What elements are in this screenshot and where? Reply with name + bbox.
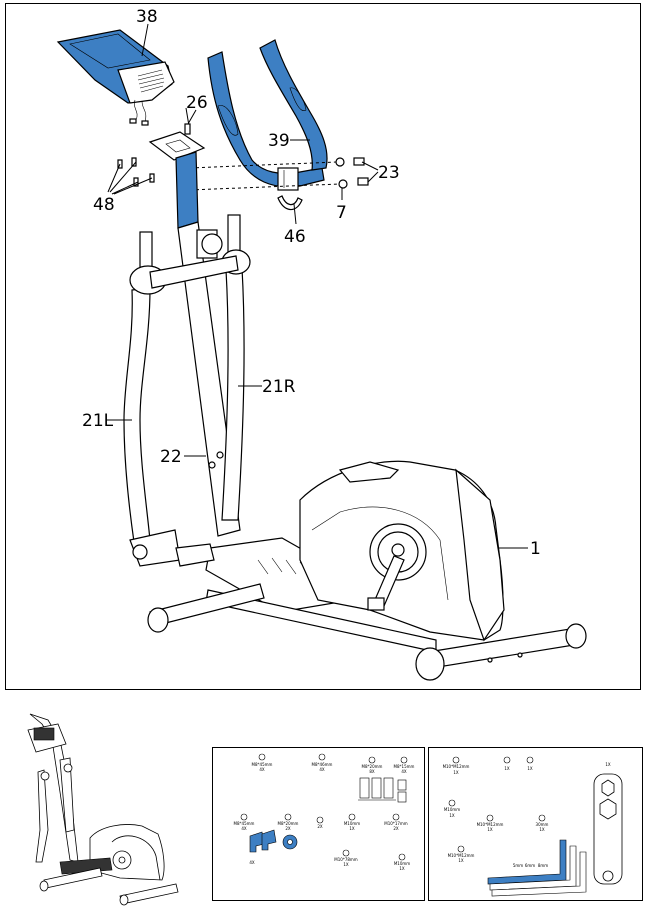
mounting-plate xyxy=(148,107,206,161)
callout-22: 22 xyxy=(160,447,182,467)
callout-46: 46 xyxy=(284,227,306,247)
tool-qty: 1X xyxy=(504,766,510,771)
tools-frame xyxy=(428,747,643,901)
hw-qty: 2X xyxy=(285,826,291,831)
hardware-frame xyxy=(212,747,425,901)
washer-icon xyxy=(282,834,298,850)
wrench-qty: 1X xyxy=(605,762,611,767)
hw-qty: 4X xyxy=(249,860,255,865)
hw-spec: M10*78mm xyxy=(334,857,358,862)
hw-qty: 2X xyxy=(317,824,323,829)
arm-21L xyxy=(123,231,181,567)
tool-spec: M10*M12mm xyxy=(477,822,504,827)
tool-qty: 1X xyxy=(539,827,545,832)
bolt-assembly xyxy=(189,157,369,211)
hw-marker xyxy=(342,849,350,857)
assembled-thumbnail xyxy=(27,713,179,906)
callout-48: 48 xyxy=(93,195,115,215)
tool-spec: M10*M12mm xyxy=(443,764,470,769)
hw-spec: M10*17mm xyxy=(384,821,408,826)
tool-marker xyxy=(526,756,534,764)
tool-qty: 1X xyxy=(487,827,493,832)
hw-qty: 1X xyxy=(343,862,349,867)
hw-qty: 1X xyxy=(399,866,405,871)
tool-marker xyxy=(486,814,494,822)
hw-qty: 4X xyxy=(259,767,265,772)
hw-marker xyxy=(258,753,266,761)
tools-kit: M10*M12mm 1X 1X 1X M10mm 1X M10*M12mm 1X… xyxy=(443,756,623,897)
blue-screw-icon xyxy=(249,829,277,853)
hw-spec: M10mm xyxy=(344,821,360,826)
callout-21R: 21R xyxy=(262,377,296,397)
allen-key-icon xyxy=(487,839,587,897)
hw-qty: 4X xyxy=(401,769,407,774)
handlebar-part xyxy=(207,39,328,191)
base-frame xyxy=(147,583,587,681)
tool-spec: M10mm xyxy=(444,807,460,812)
hw-spec: M8*46mm xyxy=(312,762,333,767)
hw-qty: 4X xyxy=(319,767,325,772)
tool-marker xyxy=(503,756,511,764)
spanner-icon xyxy=(593,773,623,885)
hw-spec: M10mm xyxy=(394,861,410,866)
tool-spec: M10*M12mm xyxy=(448,853,475,858)
hw-spec: M8*45mm xyxy=(234,821,255,826)
hw-marker xyxy=(284,813,292,821)
hw-spec: M8*45mm xyxy=(252,762,273,767)
hw-spec: M8*20mm xyxy=(362,764,383,769)
screws-48 xyxy=(117,157,155,187)
hw-marker xyxy=(348,813,356,821)
leader-lines xyxy=(106,23,528,549)
wrench-size: 8mm xyxy=(538,863,548,868)
tool-qty: 1X xyxy=(453,770,459,775)
hw-qty: 1X xyxy=(349,826,355,831)
arm-21R xyxy=(221,214,251,521)
hw-spec: M8*15mm xyxy=(394,764,415,769)
bolt-set-icon xyxy=(358,777,407,803)
callout-21L: 21L xyxy=(82,411,114,431)
callout-7: 7 xyxy=(336,203,347,223)
tool-marker xyxy=(457,845,465,853)
tool-qty: 1X xyxy=(449,813,455,818)
tool-marker xyxy=(452,756,460,764)
main-diagram-frame xyxy=(5,3,641,690)
hw-qty: 8X xyxy=(369,769,375,774)
hw-qty: 4X xyxy=(241,826,247,831)
wrench-size: 5mm xyxy=(513,863,523,868)
tool-marker xyxy=(448,799,456,807)
hw-marker xyxy=(398,853,406,861)
tool-marker xyxy=(538,814,546,822)
callout-38: 38 xyxy=(136,7,158,27)
callout-23: 23 xyxy=(378,163,400,183)
hw-marker xyxy=(400,756,408,764)
hw-marker xyxy=(368,756,376,764)
wrench-size: 6mm xyxy=(525,863,535,868)
drive-housing xyxy=(299,460,505,642)
arm-crossbar xyxy=(149,233,239,289)
hw-marker xyxy=(316,816,324,824)
callout-26: 26 xyxy=(186,93,208,113)
hardware-kit: M8*45mm 4X M8*46mm 4X M8*20mm 8X M8*15mm… xyxy=(234,753,415,871)
callout-1: 1 xyxy=(530,539,541,559)
hw-qty: 2X xyxy=(393,826,399,831)
hw-marker xyxy=(318,753,326,761)
hw-spec: M8*20mm xyxy=(278,821,299,826)
hw-marker xyxy=(240,813,248,821)
console-part xyxy=(56,29,175,126)
tool-qty: 1X xyxy=(458,858,464,863)
callout-39: 39 xyxy=(268,131,290,151)
tool-spec: 30mm xyxy=(536,822,549,827)
tool-qty: 1X xyxy=(527,766,533,771)
hw-marker xyxy=(392,813,400,821)
